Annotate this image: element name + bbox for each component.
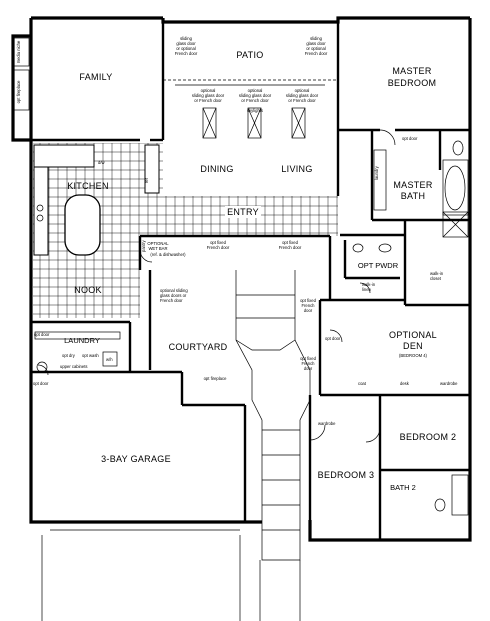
patio-label: PATIO [236, 50, 263, 60]
opt-fixed-french-2b: French door [279, 245, 302, 250]
optional-sliding-a-3: or French door [194, 98, 222, 103]
opt-dry-note: opt dry [62, 353, 76, 358]
sliding-right-note-2: glass door [306, 41, 326, 46]
garage-label: 3-BAY GARAGE [101, 454, 171, 464]
optional-sliding-b-1: optional [248, 88, 263, 93]
courtyard-walkway [235, 270, 311, 561]
optional-den-label-2: DEN [403, 341, 423, 351]
kitchen-label: KITCHEN [67, 181, 109, 191]
coat-note: coat [358, 381, 367, 386]
outer-walls [11, 16, 472, 542]
courtyard-label: COURTYARD [169, 342, 228, 352]
opt-sliding-nook-2: glass doors or [160, 293, 187, 298]
fixtures [13, 37, 469, 516]
sliding-left-note-4: French door [175, 51, 198, 56]
opt-fireplace-courtyard-note: opt fireplace [204, 376, 227, 381]
patio-details [163, 79, 338, 139]
opt-fixed-french-1: opt fixed [210, 240, 227, 245]
laundry-ml-note: laundry [374, 165, 379, 180]
walk-in-closet-1: walk-in [430, 271, 444, 276]
optional-sliding-c-1: optional [295, 88, 310, 93]
opt-fixed-den-b2: French [301, 361, 315, 366]
opt-sliding-nook-1: optional sliding [160, 288, 188, 293]
optional-den-label-1: OPTIONAL [389, 330, 437, 340]
master-bedroom-label-1: MASTER [392, 66, 432, 76]
opt-sliding-nook-3: French door [160, 298, 183, 303]
opt-fixed-french-2: opt fixed [282, 240, 299, 245]
plan-notes: media niche opt fireplace sliding glass … [16, 36, 458, 426]
opt-door-garage-note: opt door [33, 381, 49, 386]
sliding-right-note-3: or optional [306, 46, 326, 51]
wet-bar-note: (ref. & dishwasher) [150, 252, 186, 257]
room-labels: PATIO FAMILY MASTER BEDROOM DINING LIVIN… [64, 50, 456, 492]
optional-sliding-b-3: or French door [241, 98, 269, 103]
opt-door-master-note: opt door [402, 136, 418, 141]
opt-fixed-den-3: door [304, 308, 313, 313]
optional-sliding-b-2: sliding glass door [239, 93, 272, 98]
media-niche-note: media niche [16, 40, 21, 63]
opt-fixed-den-1: opt fixed [300, 298, 317, 303]
wet-bar-label-2: WET BAR [148, 246, 167, 251]
wardrobe-note: wardrobe [440, 381, 458, 386]
opt-fixed-den-b1: opt fixed [300, 356, 317, 361]
master-bedroom-label-2: BEDROOM [388, 78, 437, 88]
opt-fireplace-note: opt fireplace [16, 80, 21, 103]
upper-cabinets-note: upper cabinets [60, 364, 87, 369]
optional-sliding-c-3: or French door [288, 98, 316, 103]
walk-in-linen-2: linen [362, 287, 372, 292]
walk-in-linen-1: walk-in [362, 282, 376, 287]
opt-door-den-note: opt door [325, 336, 341, 341]
bedroom3-label: BEDROOM 3 [318, 470, 375, 480]
tile-floor [33, 143, 338, 318]
wh-note: w/h [106, 357, 113, 362]
nook-label: NOOK [74, 285, 102, 295]
optional-sliding-a-1: optional [201, 88, 216, 93]
driveway [41, 529, 301, 621]
optional-sliding-c-2: sliding glass door [286, 93, 319, 98]
optional-den-label-3: (BEDROOM 4) [399, 353, 428, 358]
desk-note: desk [400, 381, 410, 386]
master-bath-label-2: BATH [401, 191, 426, 201]
sliding-right-note-4: French door [305, 51, 328, 56]
dining-label: DINING [200, 164, 233, 174]
opt-door-laundry-note: opt door [34, 332, 50, 337]
living-label: LIVING [281, 164, 312, 174]
sliding-left-note-1: sliding [180, 36, 193, 41]
laundry-label: LAUNDRY [64, 336, 100, 345]
door-swings [37, 129, 396, 443]
wardrobe-b3-note: wardrobe [318, 421, 336, 426]
opt-fixed-den-2: French [301, 303, 315, 308]
opt-pwdr-label: OPT PWDR [358, 261, 399, 270]
bedroom2-label: BEDROOM 2 [400, 432, 457, 442]
wet-bar-label-1: OPTIONAL [147, 241, 169, 246]
opt-wash-note: opt wash [82, 353, 99, 358]
walk-in-closet-2: closet [430, 276, 442, 281]
sliding-left-note-2: glass door [176, 41, 196, 46]
skylights-note: skylights [247, 108, 263, 113]
opt-fixed-french-1b: French door [207, 245, 230, 250]
dw-note: d/w [98, 160, 105, 165]
optional-sliding-a-2: sliding glass door [192, 93, 225, 98]
opt-fixed-den-b3: door [304, 366, 313, 371]
bath2-label: BATH 2 [390, 483, 416, 492]
master-bath-label-1: MASTER [393, 180, 433, 190]
family-label: FAMILY [79, 72, 112, 82]
sliding-left-note-3: or optional [176, 46, 196, 51]
sliding-right-note-1: sliding [310, 36, 323, 41]
entry-label: ENTRY [227, 207, 259, 217]
ref-note: ref [144, 177, 149, 183]
pantry-note: pantry [141, 239, 146, 252]
